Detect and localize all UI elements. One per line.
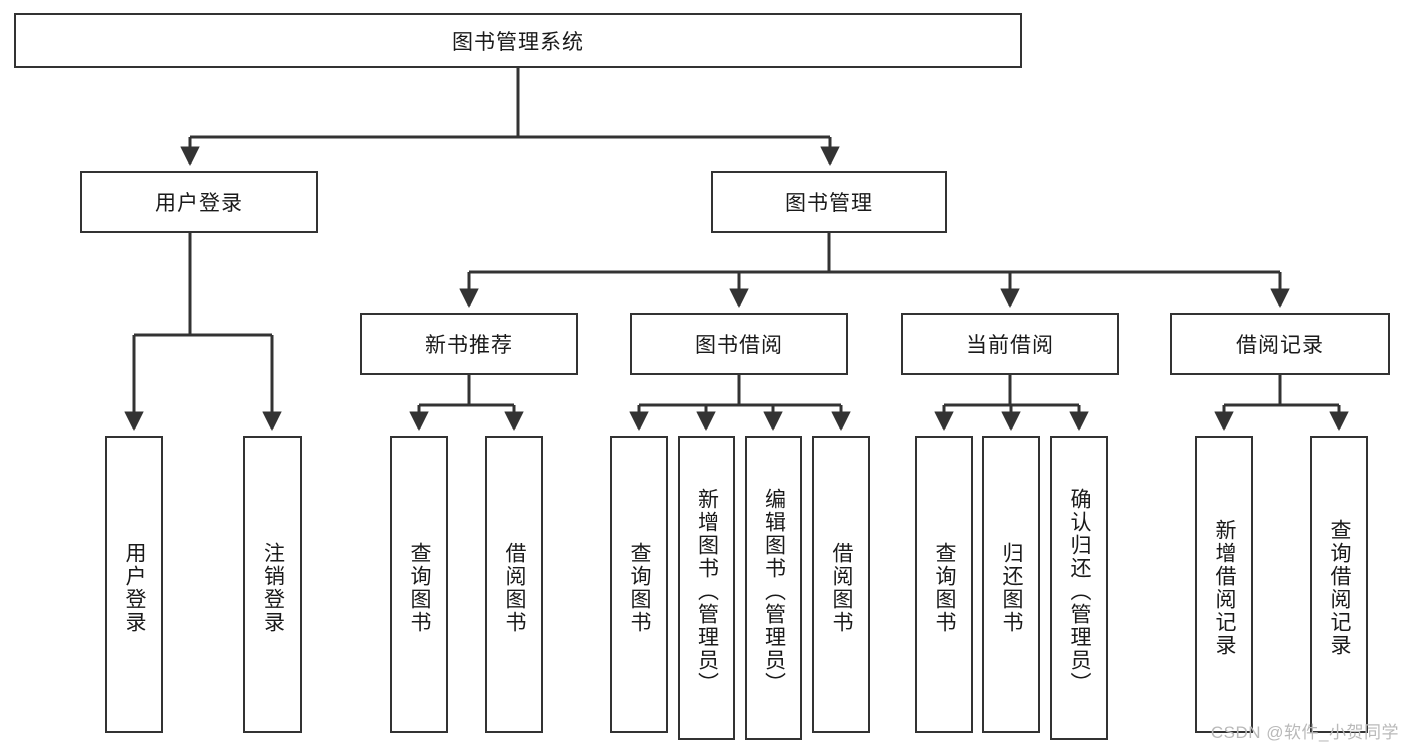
- node-new-book-recommend-label: 新书推荐: [425, 334, 513, 357]
- node-leaf-borrow-book-1-label: 借阅图书: [503, 541, 527, 634]
- node-leaf-query-book-1[interactable]: 查询图书: [390, 436, 448, 733]
- node-leaf-confirm-return-label: 确认归还（管理员）: [1068, 487, 1092, 695]
- node-leaf-query-record[interactable]: 查询借阅记录: [1310, 436, 1368, 733]
- node-leaf-return-book-label: 归还图书: [1000, 541, 1024, 634]
- node-leaf-edit-book-label: 编辑图书（管理员）: [762, 487, 786, 695]
- node-leaf-user-login-label: 用户登录: [123, 541, 147, 634]
- node-user-login[interactable]: 用户登录: [80, 171, 318, 233]
- node-leaf-return-book[interactable]: 归还图书: [982, 436, 1040, 733]
- node-leaf-edit-book[interactable]: 编辑图书（管理员）: [745, 436, 802, 740]
- node-book-manage[interactable]: 图书管理: [711, 171, 947, 233]
- node-root-label: 图书管理系统: [452, 30, 584, 54]
- node-leaf-add-record[interactable]: 新增借阅记录: [1195, 436, 1253, 733]
- node-leaf-query-book-3-label: 查询图书: [933, 541, 957, 634]
- node-book-manage-label: 图书管理: [785, 192, 873, 215]
- node-leaf-add-book-label: 新增图书（管理员）: [695, 487, 719, 695]
- node-leaf-query-record-label: 查询借阅记录: [1328, 518, 1352, 657]
- node-new-book-recommend[interactable]: 新书推荐: [360, 313, 578, 375]
- node-leaf-borrow-book-2[interactable]: 借阅图书: [812, 436, 870, 733]
- node-leaf-confirm-return[interactable]: 确认归还（管理员）: [1050, 436, 1108, 740]
- node-root[interactable]: 图书管理系统: [14, 13, 1022, 68]
- node-current-borrow-label: 当前借阅: [966, 334, 1054, 357]
- node-leaf-query-book-2[interactable]: 查询图书: [610, 436, 668, 733]
- node-leaf-borrow-book-1[interactable]: 借阅图书: [485, 436, 543, 733]
- node-user-login-label: 用户登录: [155, 192, 243, 215]
- node-leaf-add-record-label: 新增借阅记录: [1213, 518, 1237, 657]
- node-leaf-add-book[interactable]: 新增图书（管理员）: [678, 436, 735, 740]
- node-borrow-record[interactable]: 借阅记录: [1170, 313, 1390, 375]
- node-leaf-user-login[interactable]: 用户登录: [105, 436, 163, 733]
- node-borrow-record-label: 借阅记录: [1236, 334, 1324, 357]
- node-book-borrow[interactable]: 图书借阅: [630, 313, 848, 375]
- node-leaf-query-book-1-label: 查询图书: [408, 541, 432, 634]
- node-leaf-query-book-2-label: 查询图书: [628, 541, 652, 634]
- node-current-borrow[interactable]: 当前借阅: [901, 313, 1119, 375]
- node-leaf-borrow-book-2-label: 借阅图书: [830, 541, 854, 634]
- csdn-watermark: CSDN @软件_小贺同学: [1210, 723, 1399, 742]
- node-leaf-query-book-3[interactable]: 查询图书: [915, 436, 973, 733]
- node-leaf-logout[interactable]: 注销登录: [243, 436, 302, 733]
- node-leaf-logout-label: 注销登录: [261, 541, 285, 634]
- node-book-borrow-label: 图书借阅: [695, 334, 783, 357]
